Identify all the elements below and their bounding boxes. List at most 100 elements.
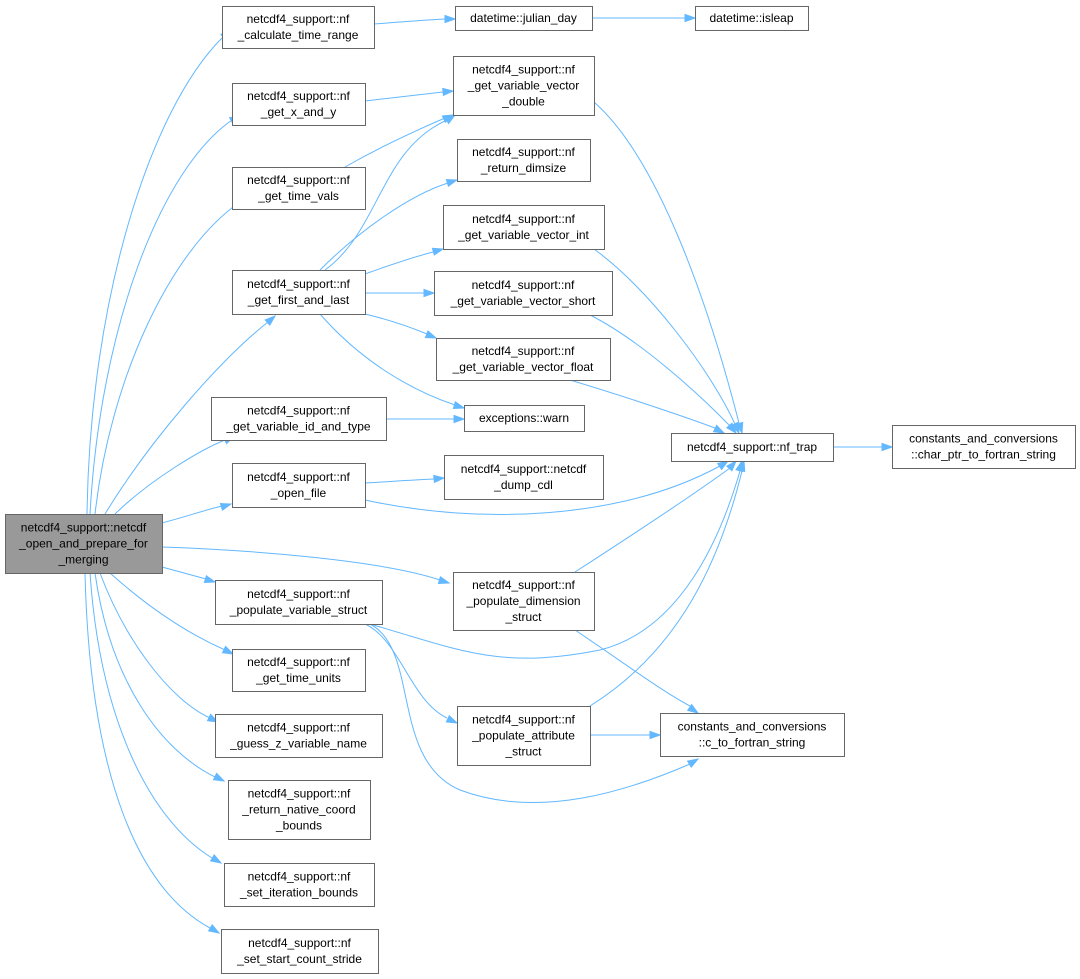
node-root[interactable]: netcdf4_support::netcdf_open_and_prepare… [5,514,163,574]
node-box [457,706,591,766]
edge-line [364,478,435,484]
node-label-line: _populate_variable_struct [229,603,368,617]
arrowhead-icon [219,502,233,512]
node-open-file[interactable]: netcdf4_support::nf_open_file [232,463,366,508]
edge-root-to-return_native [94,572,226,782]
node-isleap[interactable]: datetime::isleap [695,6,809,31]
node-box [453,572,595,631]
node-label-line: netcdf4_support::nf [247,404,350,418]
node-get-var-id-and-type[interactable]: netcdf4_support::nf_get_variable_id_and_… [211,397,387,441]
node-label-line: netcdf4_support::nf [472,344,575,358]
node-label-line: netcdf4_support::nf [247,89,350,103]
arrowhead-icon [423,288,436,298]
nodes-layer: netcdf4_support::netcdf_open_and_prepare… [5,6,1076,974]
node-get-var-vec-short[interactable]: netcdf4_support::nf_get_variable_vector_… [434,271,613,316]
node-label-line: _guess_z_variable_name [229,737,367,751]
node-label-line: _calculate_time_range [237,28,359,42]
node-get-var-vec-double[interactable]: netcdf4_support::nf_get_variable_vector_… [453,56,595,116]
node-label-line: netcdf4_support::nf [247,277,350,291]
node-label-line: _set_start_count_stride [236,952,362,966]
node-label-line: netcdf4_support::nf [472,278,575,292]
node-get-var-vec-float[interactable]: netcdf4_support::nf_get_variable_vector_… [436,338,611,381]
node-calc-time-range[interactable]: netcdf4_support::nf_calculate_time_range [222,6,375,49]
node-box [232,649,366,692]
node-set-iter-bounds[interactable]: netcdf4_support::nf_set_iteration_bounds [224,863,375,907]
node-get-time-vals[interactable]: netcdf4_support::nf_get_time_vals [232,167,366,210]
edge-line [319,182,449,271]
node-label-line: _bounds [275,819,322,833]
edge-line [94,201,241,515]
edge-root-to-open_file [161,502,233,524]
node-box [443,205,605,250]
arrowhead-icon [725,422,738,435]
arrowhead-icon [716,460,730,471]
node-warn[interactable]: exceptions::warn [464,405,585,432]
edge-line [369,470,741,659]
edge-root-to-get_time_vals [94,197,250,515]
edge-root-to-get_time_units [109,572,235,655]
node-box [695,6,809,31]
node-get-time-units[interactable]: netcdf4_support::nf_get_time_units [232,649,366,692]
edge-root-to-populate_dim_struct [161,546,451,585]
node-julian-day[interactable]: datetime::julian_day [455,6,593,31]
edge-populate_var_struct-to-populate_attr_struct [364,623,459,724]
node-label-line: _double [501,95,545,109]
edge-get_var_vec_short-to-nf_trap [589,314,738,435]
arrowhead-icon [686,758,700,768]
edge-populate_attr_struct-to-c_to_fortran [590,730,662,740]
arrowhead-icon [442,87,455,97]
node-populate-dim-struct[interactable]: netcdf4_support::nf_populate_dimension_s… [453,572,595,631]
node-c-to-fortran[interactable]: constants_and_conversions::c_to_fortran_… [660,713,845,757]
node-get-x-and-y[interactable]: netcdf4_support::nf_get_x_and_y [232,83,366,126]
node-box [232,463,366,508]
node-guess-z[interactable]: netcdf4_support::nf_guess_z_variable_nam… [215,714,383,758]
node-dump-cdl[interactable]: netcdf4_support::netcdf_dump_cdl [444,455,604,500]
edge-line [319,313,456,406]
edge-get_var_vec_int-to-nf_trap [593,248,740,435]
node-label-line: netcdf4_support::nf [248,870,351,884]
node-box [221,929,379,974]
edge-line [593,248,736,425]
edge-line [324,119,448,271]
edge-line [589,470,743,707]
node-get-var-vec-int[interactable]: netcdf4_support::nf_get_variable_vector_… [443,205,605,250]
node-label-line: netcdf4_support::nf [247,470,350,484]
node-label-line: _get_variable_vector [467,79,579,93]
edge-line [114,439,226,515]
node-set-start-count[interactable]: netcdf4_support::nf_set_start_count_stri… [221,929,379,974]
edge-calc_time_range-to-julian_day [373,14,457,25]
node-box [892,425,1076,469]
edge-line [89,119,233,515]
node-get-first-and-last[interactable]: netcdf4_support::nf_get_first_and_last [232,270,366,315]
node-label-line: _open_and_prepare_for [18,537,148,551]
node-char-ptr[interactable]: constants_and_conversions::char_ptr_to_f… [892,425,1076,469]
node-label-line: _populate_dimension [465,594,580,608]
edge-line [84,572,211,929]
node-box [457,139,591,182]
node-label-line: netcdf4_support::nf [248,787,351,801]
node-return-native[interactable]: netcdf4_support::nf_return_native_coord_… [228,780,371,840]
node-box [215,714,383,758]
node-label-line: netcdf4_support::nf [472,63,575,77]
arrowhead-icon [684,13,697,23]
node-label-line: _open_file [270,486,327,500]
edge-line [593,101,740,424]
node-populate-var-struct[interactable]: netcdf4_support::nf_populate_variable_st… [215,580,383,625]
node-box [215,580,383,625]
node-return-dimsize[interactable]: netcdf4_support::nf_return_dimsize [457,139,591,182]
node-box [211,397,387,441]
edge-line [94,572,216,778]
edge-root-to-calc_time_range [86,30,233,515]
arrowhead-icon [881,442,894,452]
arrowhead-icon [737,459,746,473]
node-nf-trap[interactable]: netcdf4_support::nf_trap [671,433,834,462]
edge-line [364,465,721,515]
node-populate-attr-struct[interactable]: netcdf4_support::nf_populate_attribute_s… [457,706,591,766]
edge-line [574,629,691,707]
arrowhead-icon [452,400,466,410]
node-label-line: netcdf4_support::nf_trap [687,440,817,454]
edge-root-to-set_start_count [84,572,221,934]
edge-line [109,572,226,651]
node-label-line: _struct [504,610,542,624]
node-label-line: _return_native_coord [241,803,355,817]
